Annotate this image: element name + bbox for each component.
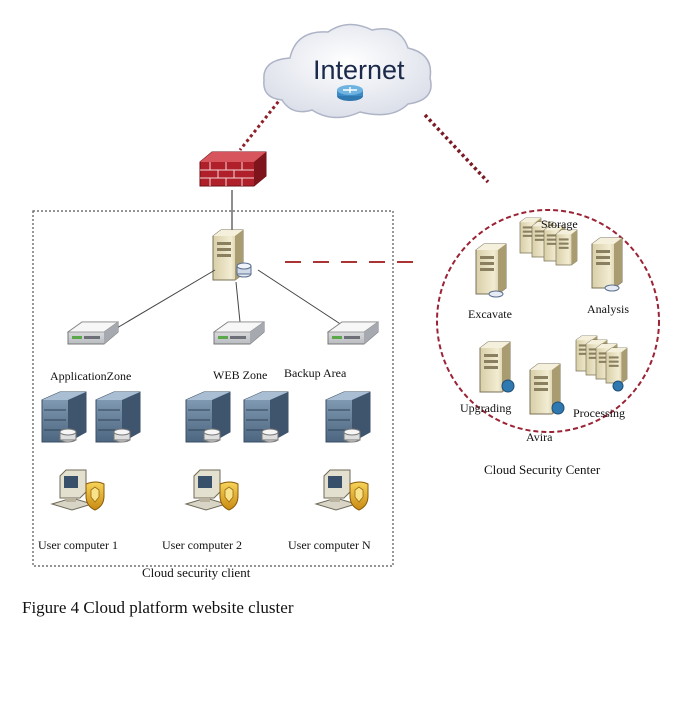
rack-server-icon <box>325 391 371 443</box>
central-server-icon <box>212 229 252 281</box>
rack-server-icon <box>41 391 87 443</box>
link-internet-firewall <box>238 96 284 151</box>
excavate-label: Excavate <box>468 307 512 321</box>
processing-server-icon <box>575 335 628 392</box>
link-server-backup <box>257 269 346 328</box>
switch-icon <box>213 321 265 345</box>
processing-label: Processing <box>573 406 625 420</box>
link-server-webzone <box>235 281 241 323</box>
switch-icon <box>327 321 379 345</box>
user-computer-label: User computer N <box>288 538 371 552</box>
rack-server-icon <box>243 391 289 443</box>
link-server-appzone <box>104 269 216 336</box>
storage-label: Storage <box>541 217 578 231</box>
rack-server-icon <box>95 391 141 443</box>
upgrading-label: Upgrading <box>460 401 511 415</box>
upgrading-server-icon <box>479 341 515 393</box>
cloud-icon: Internet <box>263 23 432 119</box>
zone-label: ApplicationZone <box>50 369 131 383</box>
avira-server-icon <box>529 363 565 415</box>
zone-label: Backup Area <box>284 366 347 380</box>
user-computer-label: User computer 2 <box>162 538 242 552</box>
analysis-label: Analysis <box>587 302 629 316</box>
internet-label: Internet <box>313 55 405 85</box>
zone-label: WEB Zone <box>213 368 267 382</box>
router-icon <box>337 85 363 101</box>
workstation-icon <box>185 469 239 511</box>
link-internet-center <box>423 113 490 184</box>
switch-icon <box>67 321 119 345</box>
security-center-label: Cloud Security Center <box>484 462 601 477</box>
firewall-icon <box>199 151 267 187</box>
user-computer-label: User computer 1 <box>38 538 118 552</box>
client-label: Cloud security client <box>142 565 251 580</box>
analysis-server-icon <box>591 237 623 292</box>
workstation-icon <box>51 469 105 511</box>
client-boundary <box>32 210 394 567</box>
avira-label: Avira <box>526 430 553 444</box>
rack-server-icon <box>185 391 231 443</box>
workstation-icon <box>315 469 369 511</box>
figure-caption: Figure 4 Cloud platform website cluster <box>22 598 294 617</box>
excavate-server-icon <box>475 243 507 298</box>
